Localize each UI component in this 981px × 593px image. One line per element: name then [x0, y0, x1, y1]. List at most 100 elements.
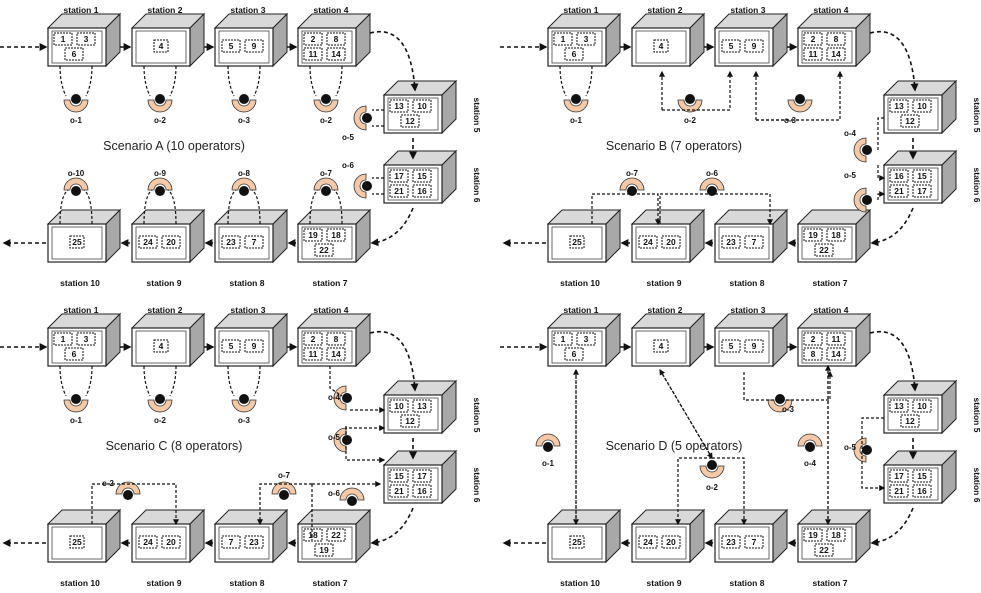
station-inner-frame [218, 526, 270, 560]
task-label: 21 [394, 486, 404, 496]
task-box [389, 399, 409, 413]
station-inner-frame [551, 226, 603, 260]
station-label: station 7 [813, 578, 848, 588]
task-box [326, 332, 346, 346]
operator-body [339, 487, 365, 501]
task-box [244, 339, 264, 353]
station-label: station 4 [814, 305, 849, 315]
operator-head-icon [362, 113, 372, 123]
task-box [303, 32, 323, 46]
operator-link-line [251, 189, 261, 225]
station-inner-frame [387, 397, 439, 431]
operator-label: o-2 [706, 483, 719, 492]
task-label: 2 [311, 34, 316, 44]
material-flow-arrow [869, 330, 919, 392]
station-inner-frame [387, 97, 439, 131]
operator: o-2 [102, 479, 141, 500]
station-label: station 9 [647, 578, 682, 588]
operator-label: o-5 [342, 133, 355, 142]
station-label: station 9 [647, 278, 682, 288]
operator-label: o-4 [804, 459, 817, 468]
task-box [744, 39, 764, 53]
task-box [221, 339, 241, 353]
task-box [244, 235, 264, 249]
operator-link-line [309, 65, 317, 97]
station-label: station 9 [147, 578, 182, 588]
task-label: 3 [584, 34, 589, 44]
operator-link-line [743, 370, 833, 401]
task-label: 25 [72, 237, 82, 247]
task-box [889, 99, 909, 113]
station-label: station 3 [731, 305, 766, 315]
station-inner-frame [301, 330, 353, 364]
task-box [389, 469, 409, 483]
station-label: station 2 [648, 305, 683, 315]
station-inner-frame [887, 467, 939, 501]
task-box [64, 347, 84, 361]
operator-link-line [257, 483, 312, 526]
task-label: 24 [643, 237, 653, 247]
task-label: 4 [659, 41, 664, 51]
task-box [721, 535, 741, 549]
task-label: 19 [808, 230, 818, 240]
task-label: 12 [905, 416, 915, 426]
operator-link-line [345, 426, 386, 463]
operator-body [353, 173, 367, 199]
task-box [814, 243, 834, 257]
operator-link-line [227, 189, 237, 225]
station-label: station 6 [472, 468, 482, 503]
task-box [653, 39, 669, 53]
task-label: 3 [584, 334, 589, 344]
station-label: station 5 [472, 98, 482, 133]
task-label: 23 [726, 537, 736, 547]
task-label: 24 [143, 237, 153, 247]
operator-link-line [143, 65, 151, 97]
task-label: 11 [809, 49, 818, 59]
station-inner-frame [135, 30, 187, 64]
task-box [803, 47, 823, 61]
task-label: 6 [572, 49, 577, 59]
operator-label: o-5 [328, 433, 341, 442]
operator-label: o-7 [320, 169, 333, 178]
task-box [412, 169, 432, 183]
station-label: station 5 [972, 398, 981, 433]
operator-label: o-2 [154, 116, 167, 125]
operator-body [271, 481, 297, 495]
operator: o-2 [313, 94, 339, 125]
operator-body [147, 177, 173, 191]
task-label: 13 [394, 101, 404, 111]
task-box [221, 235, 241, 249]
task-label: 5 [229, 341, 234, 351]
scenario-title: Scenario A (10 operators) [103, 139, 245, 153]
operator-head-icon [862, 145, 872, 155]
task-label: 13 [894, 101, 904, 111]
station-inner-frame [887, 397, 939, 431]
task-box [912, 184, 932, 198]
task-label: 7 [752, 537, 757, 547]
task-box [826, 332, 846, 346]
task-label: 2 [811, 34, 816, 44]
task-box [638, 235, 658, 249]
task-box [826, 228, 846, 242]
task-box [721, 39, 741, 53]
operator: o-4 [797, 433, 823, 468]
task-box [221, 39, 241, 53]
station-inner-frame [551, 526, 603, 560]
operator-body [797, 433, 823, 447]
task-box [576, 32, 596, 46]
operator-head-icon [342, 393, 352, 403]
station-inner-frame [635, 526, 687, 560]
